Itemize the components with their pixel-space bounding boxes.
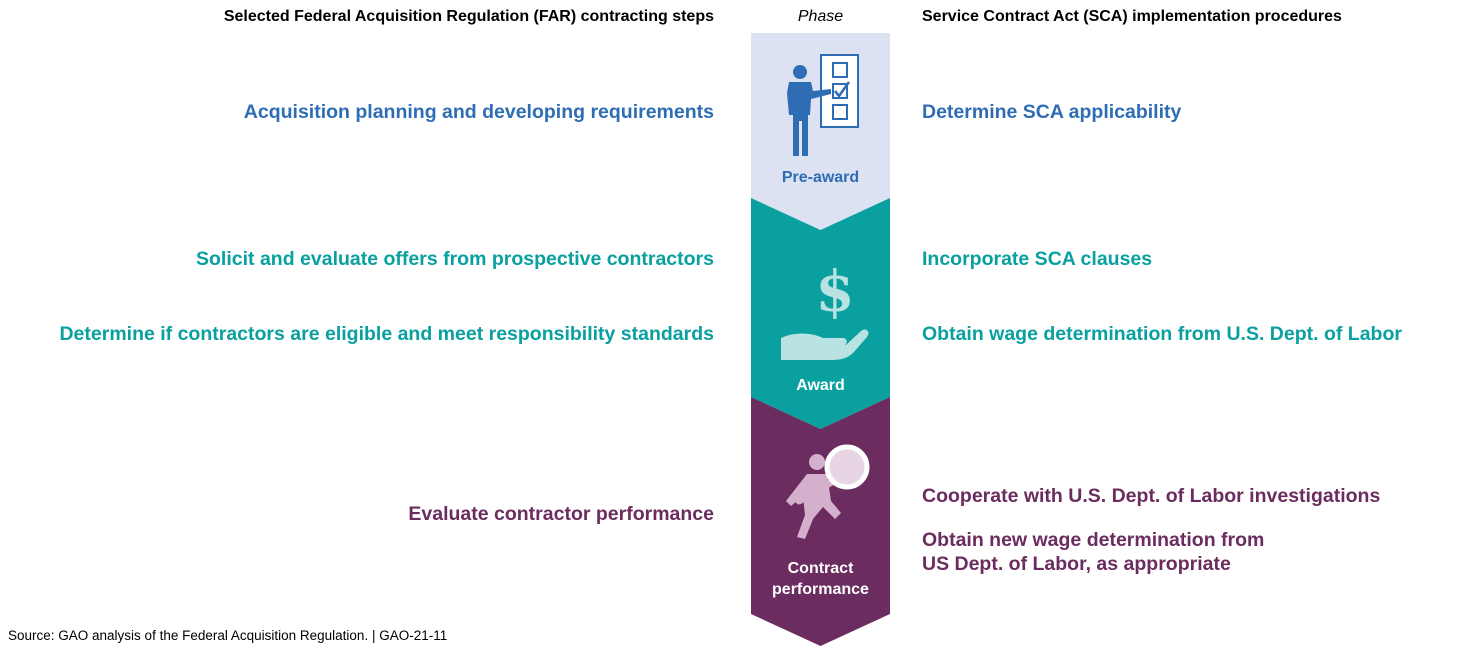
far-step-solicit-offers: Solicit and evaluate offers from prospec… [196, 248, 714, 270]
phase-label-contract: Contract [788, 560, 854, 577]
award-segment [751, 198, 890, 429]
phase-label-award: Award [796, 377, 845, 394]
sca-step-obtain-wage-determination: Obtain wage determination from U.S. Dept… [922, 323, 1402, 345]
far-step-acquisition-planning: Acquisition planning and developing requ… [243, 101, 714, 123]
phase-label-pre-award: Pre-award [782, 169, 859, 186]
far-column-header: Selected Federal Acquisition Regulation … [223, 8, 714, 25]
sca-step-incorporate-clauses: Incorporate SCA clauses [922, 248, 1153, 270]
phase-label-performance: performance [772, 581, 869, 598]
sca-step-cooperate-investigations: Cooperate with U.S. Dept. of Labor inves… [922, 485, 1381, 507]
sca-step-applicability: Determine SCA applicability [922, 101, 1182, 123]
performance-segment [751, 397, 890, 646]
phase-arrow: Pre-award $ Award Contract performance [751, 33, 890, 646]
sca-column-header: Service Contract Act (SCA) implementatio… [922, 8, 1342, 25]
source-note: Source: GAO analysis of the Federal Acqu… [8, 628, 448, 643]
sca-step-new-wage-determination-line1: Obtain new wage determination from [922, 529, 1265, 551]
far-step-eligibility: Determine if contractors are eligible an… [59, 323, 714, 345]
dollar-hand-icon: $ [781, 259, 869, 360]
phase-column-header: Phase [797, 8, 844, 25]
svg-text:$: $ [816, 259, 855, 325]
sca-step-new-wage-determination-line2: US Dept. of Labor, as appropriate [922, 553, 1231, 575]
magnifier-person-icon [786, 444, 870, 539]
planner-checklist-icon [787, 54, 859, 156]
far-step-evaluate-performance: Evaluate contractor performance [408, 503, 714, 525]
